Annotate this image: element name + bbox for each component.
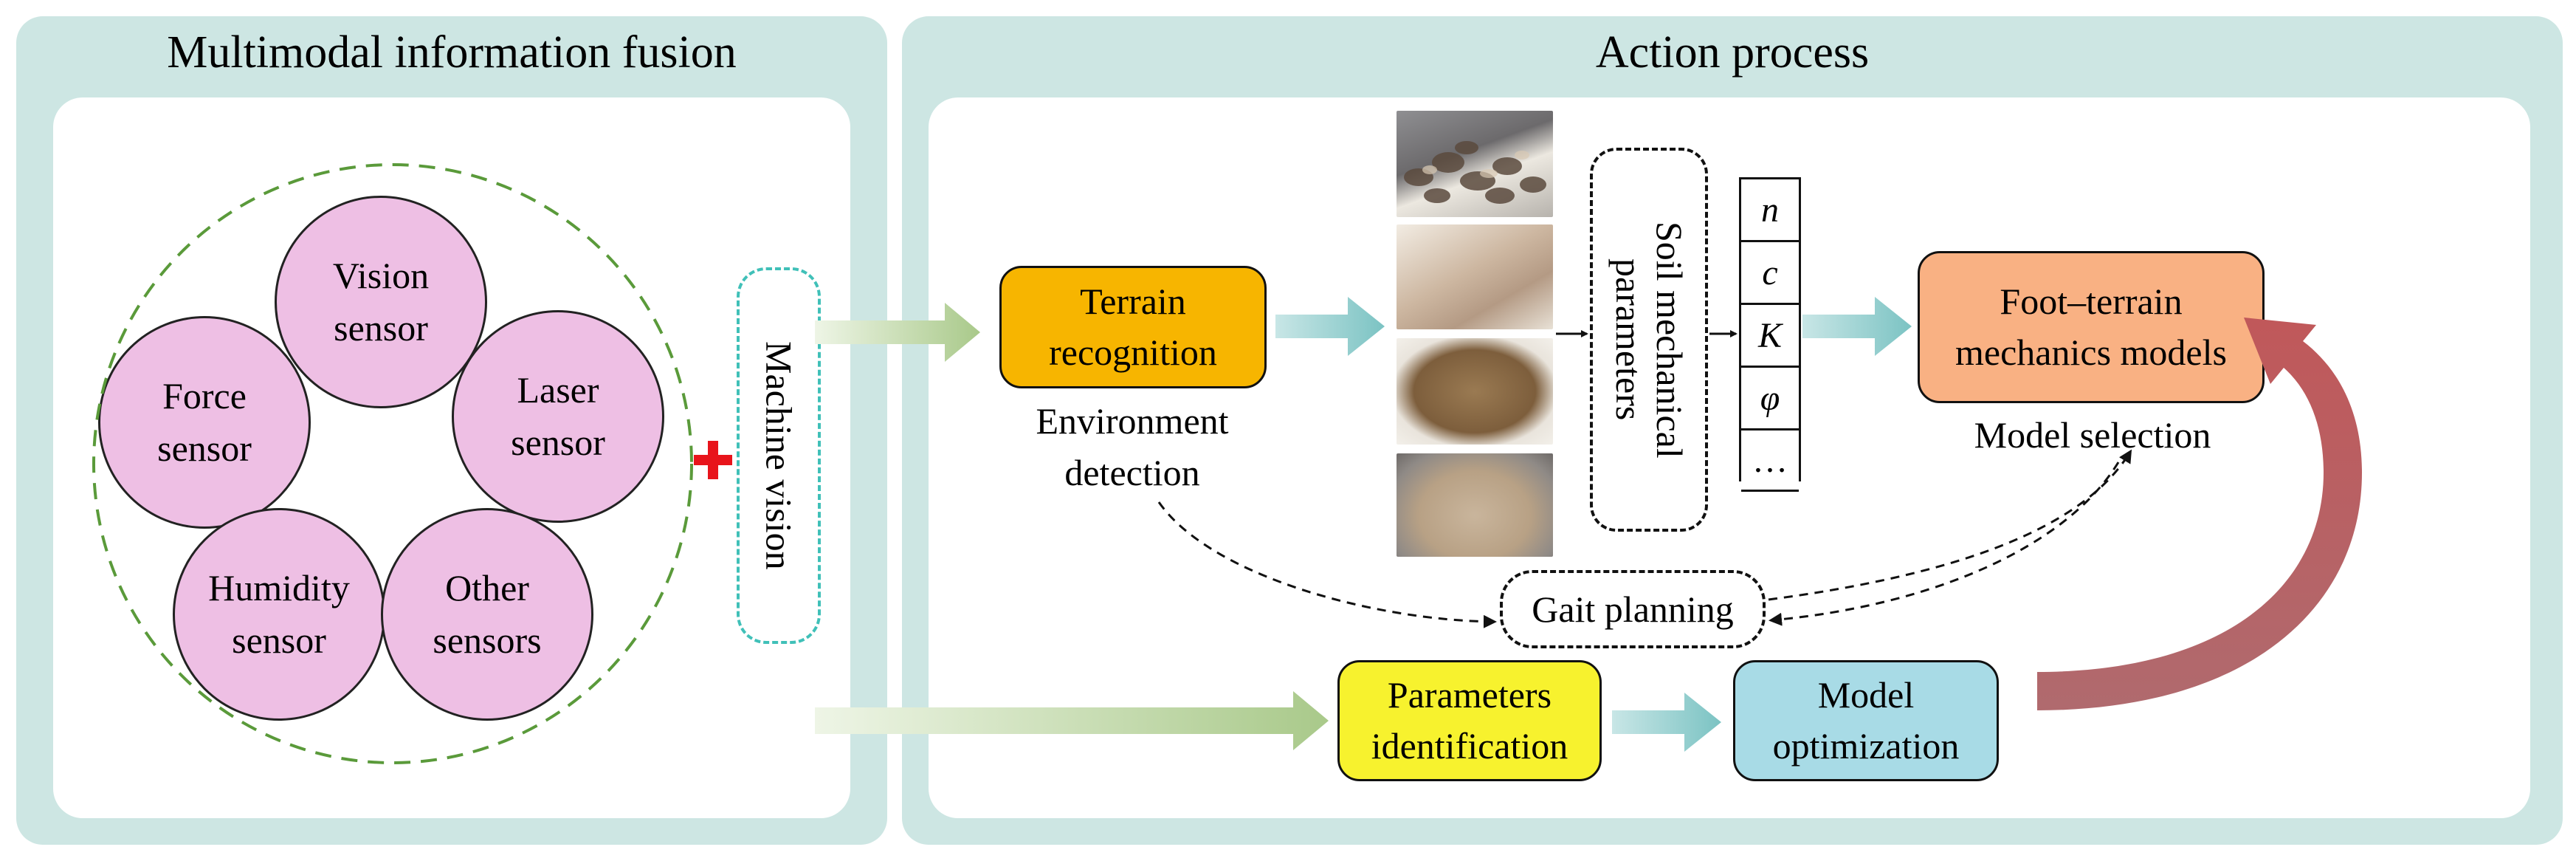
param-n: n (1741, 179, 1799, 242)
right-panel-title: Action process (1595, 27, 1870, 78)
model-optimization-box: Model optimization (1733, 660, 1999, 781)
arrow-to-parameters-identification (815, 691, 1329, 750)
arrow-to-terrain-recognition (815, 303, 980, 362)
parameters-identification-box: Parameters identification (1337, 660, 1602, 781)
other-sensors: Other sensors (381, 508, 593, 721)
param-k: K (1741, 305, 1799, 368)
dashed-gait-to-model-selection (1768, 449, 2132, 601)
arrow-to-model-optimization (1612, 693, 1721, 752)
force-sensor: Force sensor (98, 316, 311, 529)
environment-detection-label: Environment detection (1036, 400, 1229, 493)
parameter-symbols-column: n c K φ … (1739, 177, 1801, 492)
left-panel-title: Multimodal information fusion (167, 27, 737, 78)
machine-vision-box: Machine vision (737, 267, 821, 644)
gait-planning-box: Gait planning (1500, 570, 1766, 648)
terrain-thumbnail-pebbles (1397, 453, 1553, 557)
terrain-thumbnail-gravel (1397, 338, 1553, 445)
laser-sensor: Laser sensor (452, 310, 664, 523)
arrow-to-foot-terrain-models (1802, 297, 1912, 356)
soil-mechanical-parameters-box: Soil mechanical parameters (1590, 148, 1708, 532)
param-c: c (1741, 242, 1799, 305)
foot-terrain-models-box: Foot–terrain mechanics models (1918, 251, 2265, 403)
terrain-thumbnail-sand (1397, 224, 1553, 329)
sensor-enclosure-circle (92, 163, 693, 764)
right-panel-body (929, 97, 2530, 818)
gait-planning-label: Gait planning (1532, 589, 1734, 630)
dashed-model-selection-to-gait (1769, 462, 2120, 626)
model-selection-label: Model selection (1974, 414, 2211, 456)
plus-icon (694, 441, 732, 479)
arrow-to-terrain-samples (1275, 297, 1385, 356)
machine-vision-label: Machine vision (758, 341, 800, 570)
param-phi: φ (1741, 368, 1799, 430)
vision-sensor: Vision sensor (275, 196, 487, 408)
param-ellipsis: … (1741, 430, 1799, 492)
feedback-arrow (2037, 318, 2362, 710)
terrain-thumbnail-rocks (1397, 111, 1553, 217)
dashed-env-to-gait (1157, 501, 1497, 628)
soil-mechanical-parameters-label: Soil mechanical parameters (1608, 221, 1690, 459)
humidity-sensor: Humidity sensor (173, 508, 385, 721)
terrain-recognition-box: Terrain recognition (999, 266, 1267, 388)
